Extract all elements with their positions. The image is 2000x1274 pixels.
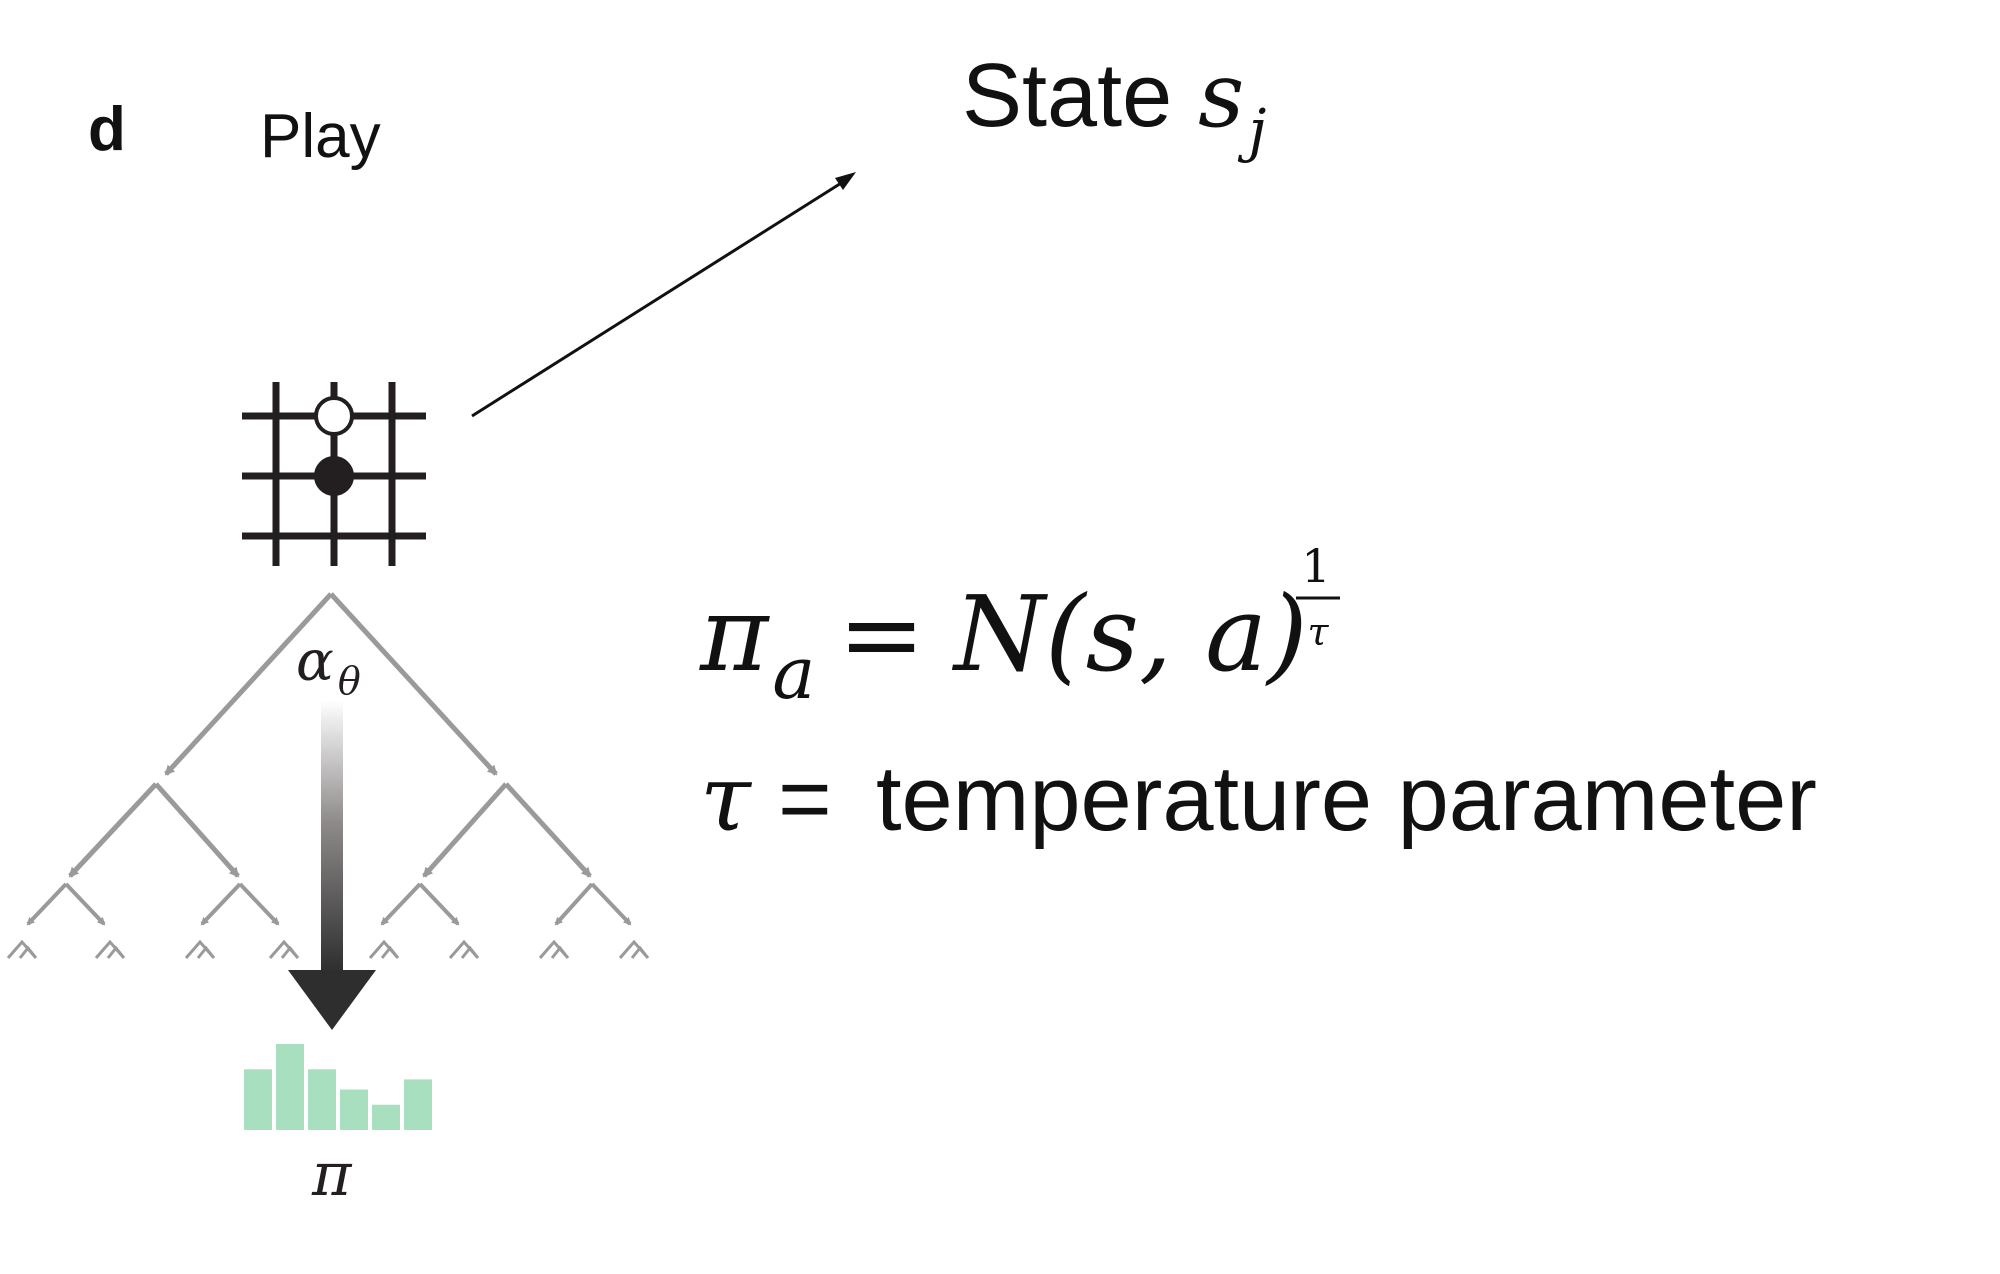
white-stone bbox=[314, 396, 354, 436]
policy-bar bbox=[404, 1079, 432, 1130]
policy-bar bbox=[372, 1104, 400, 1130]
panel-title: Play bbox=[260, 102, 381, 171]
alpha-symbol: α bbox=[296, 629, 334, 694]
pi-label: π bbox=[311, 1140, 353, 1210]
panel-letter: d bbox=[88, 95, 126, 164]
formula-exp-num: 1 bbox=[1301, 539, 1330, 593]
alpha-theta-label: α θ bbox=[296, 629, 361, 703]
formula-rhs: N(s, a) bbox=[951, 573, 1308, 695]
formula-lhs: π a bbox=[699, 573, 815, 715]
policy-bar bbox=[276, 1044, 304, 1130]
formula-equals: = bbox=[838, 573, 925, 695]
policy-bar bbox=[308, 1069, 336, 1130]
formula-pi: π bbox=[699, 573, 770, 695]
search-tree bbox=[6, 592, 650, 959]
policy-formula: π a = N(s, a) 1 τ bbox=[699, 539, 1340, 715]
policy-bars bbox=[244, 1044, 432, 1130]
alpha-sub: θ bbox=[338, 659, 361, 703]
policy-bar bbox=[244, 1069, 272, 1130]
state-pointer-arrow bbox=[471, 172, 856, 418]
state-label: State s j bbox=[962, 43, 1266, 164]
formula-pi-sub: a bbox=[772, 631, 815, 715]
search-arrow bbox=[288, 700, 376, 1030]
definition-equals: = bbox=[778, 748, 832, 850]
state-word: State bbox=[962, 46, 1172, 146]
go-board-icon bbox=[242, 382, 426, 566]
formula-exp-den: τ bbox=[1307, 610, 1329, 654]
definition-text: temperature parameter bbox=[876, 748, 1817, 850]
definition-symbol: τ bbox=[700, 745, 753, 852]
temperature-definition: τ = temperature parameter bbox=[700, 745, 1817, 852]
black-stone bbox=[314, 456, 354, 496]
policy-bar bbox=[340, 1089, 368, 1130]
state-var: s bbox=[1198, 43, 1244, 148]
